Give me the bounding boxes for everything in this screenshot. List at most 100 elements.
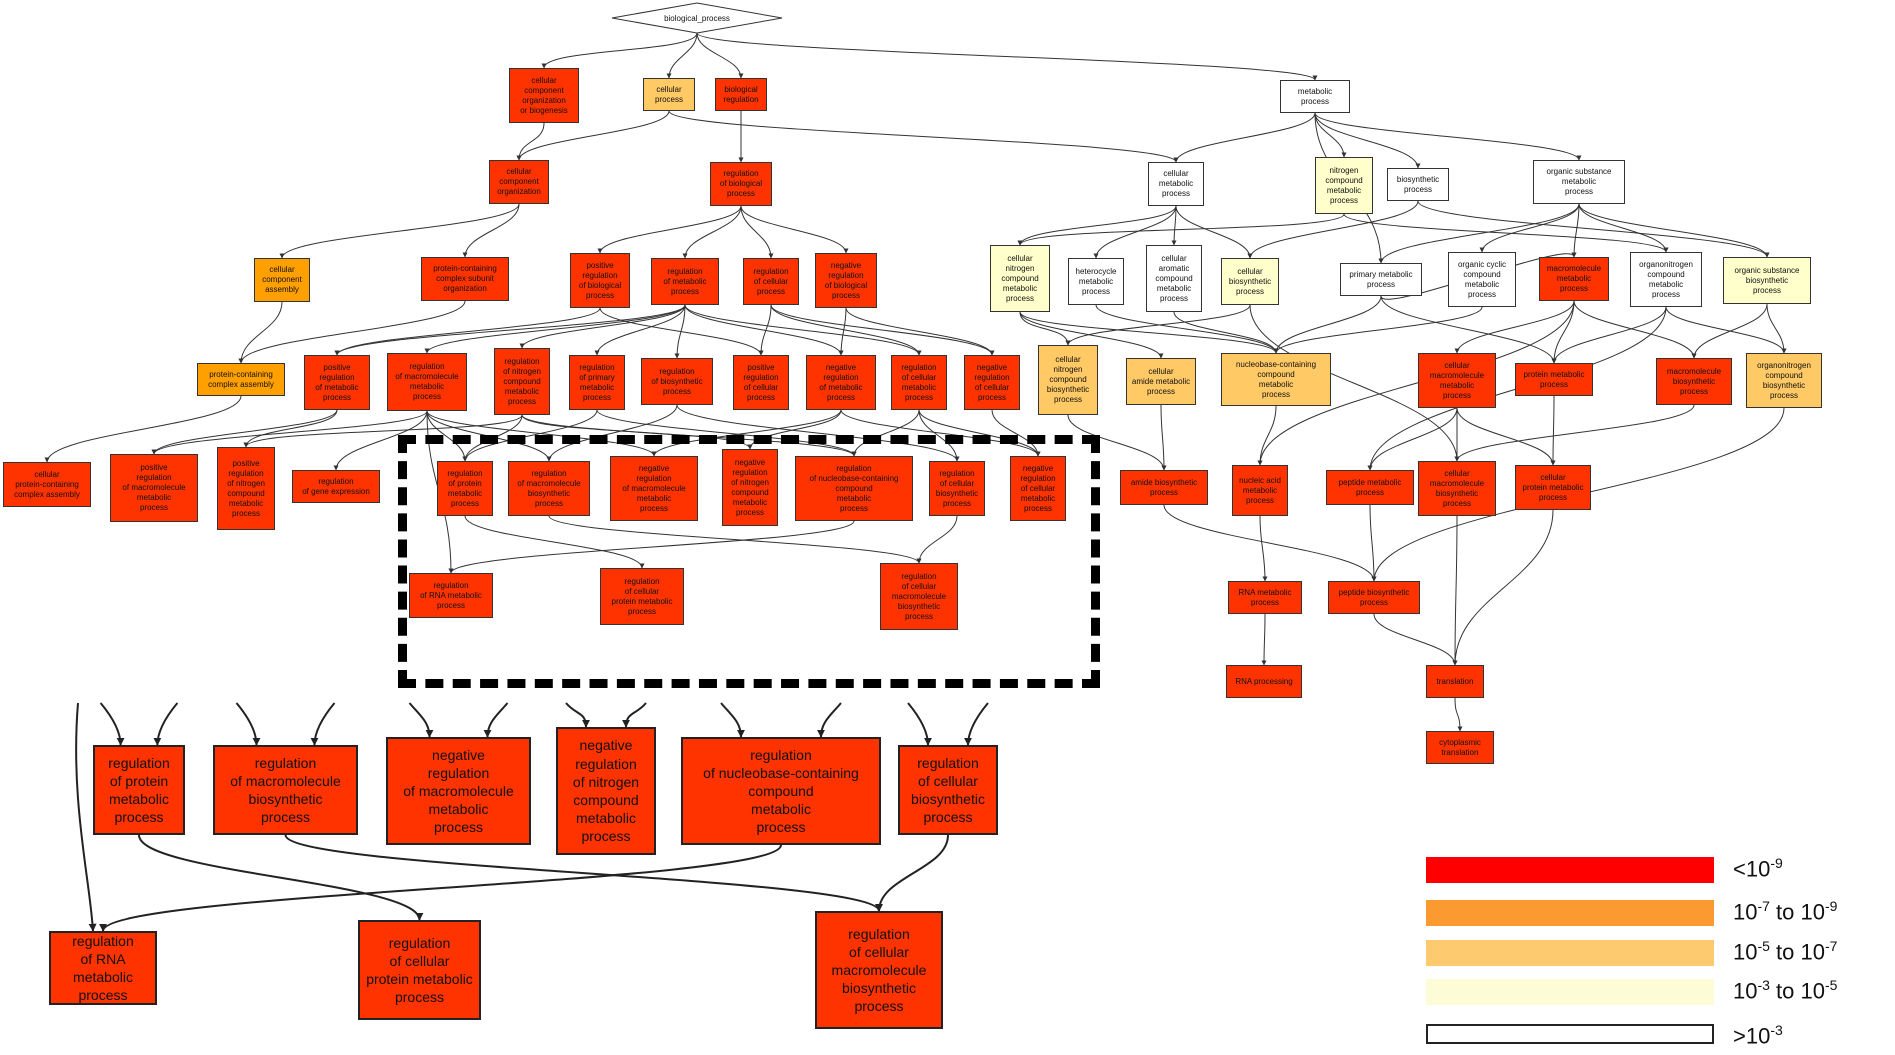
node-cncmp[interactable]: cellular nitrogen compound metabolic pro… xyxy=(990,245,1050,312)
node-prbp[interactable]: positive regulation of biological proces… xyxy=(570,253,630,308)
node-osbp[interactable]: organic substance biosynthetic process xyxy=(1723,257,1811,304)
node-cncbp[interactable]: cellular nitrogen compound biosynthetic … xyxy=(1038,345,1098,415)
zoom-node-nrmmp[interactable]: negative regulation of macromolecule met… xyxy=(386,737,531,845)
node-mmp[interactable]: macromolecule metabolic process xyxy=(1539,257,1609,301)
edge-nrcp-nrcmp xyxy=(991,409,1041,457)
edge-namp-rnamp xyxy=(1259,515,1268,582)
node-rpmp[interactable]: regulation of primary metabolic process xyxy=(569,355,625,410)
node-camp[interactable]: cellular amide metabolic process xyxy=(1126,358,1196,405)
legend-label-exponent: -9 xyxy=(1770,855,1783,871)
node-pccso[interactable]: protein-containing complex subunit organ… xyxy=(421,257,509,301)
node-oncbp[interactable]: organonitrogen compound biosynthetic pro… xyxy=(1746,353,1822,408)
node-ncmp[interactable]: nitrogen compound metabolic process xyxy=(1315,157,1373,214)
node-rcmp[interactable]: regulation of cellular metabolic process xyxy=(891,355,947,410)
node-hmp[interactable]: heterocycle metabolic process xyxy=(1068,258,1124,305)
edge-mmp-namp xyxy=(1257,300,1575,466)
zoom-node-rcbp[interactable]: regulation of cellular biosynthetic proc… xyxy=(898,745,998,835)
node-rnamp[interactable]: RNA metabolic process xyxy=(1228,581,1302,614)
zoom-node-rmbp[interactable]: regulation of macromolecule biosynthetic… xyxy=(213,745,358,835)
edge-cmp-cncmp xyxy=(1017,205,1177,246)
node-mbp[interactable]: macromolecule biosynthetic process xyxy=(1656,358,1732,405)
node-cprmp[interactable]: cellular protein metabolic process xyxy=(1515,465,1591,510)
node-rnap[interactable]: RNA processing xyxy=(1226,665,1302,698)
zoom-node-rnbcmp[interactable]: regulation of nucleobase-containing comp… xyxy=(681,737,881,845)
node-cmmp[interactable]: cellular macromolecule metabolic process xyxy=(1418,353,1496,408)
node-rcbp[interactable]: regulation of cellular biosynthetic proc… xyxy=(929,461,985,516)
zoom-node-rcmbp[interactable]: regulation of cellular macromolecule bio… xyxy=(815,911,943,1029)
node-br[interactable]: biological regulation xyxy=(715,78,767,111)
node-rmmp[interactable]: regulation of macromolecule metabolic pr… xyxy=(387,353,467,411)
node-nrmmp[interactable]: negative regulation of macromolecule met… xyxy=(610,456,698,521)
node-cmbp[interactable]: cellular macromolecule biosynthetic proc… xyxy=(1418,461,1496,516)
node-pcca[interactable]: protein-containing complex assembly xyxy=(197,363,285,396)
node-cacmp[interactable]: cellular aromatic compound metabolic pro… xyxy=(1146,245,1202,312)
node-pepmp[interactable]: peptide metabolic process xyxy=(1326,470,1414,505)
legend-swatch-4 xyxy=(1426,1024,1714,1044)
zoom-node-rprmp[interactable]: regulation of protein metabolic process xyxy=(93,745,185,835)
node-prmmp[interactable]: positive regulation of macromolecule met… xyxy=(110,454,198,522)
edge-ncmp-oncmp xyxy=(1343,213,1669,253)
zoom-incoming-edge-rcbp-1 xyxy=(964,702,989,746)
node-rmp[interactable]: regulation of metabolic process xyxy=(651,258,719,305)
node-cco[interactable]: cellular component organization xyxy=(489,160,549,204)
node-ccob[interactable]: cellular component organization or bioge… xyxy=(509,68,579,123)
edge-bp-mp xyxy=(696,32,1318,81)
edge-mp-ncmp xyxy=(1314,112,1347,158)
node-rbp[interactable]: regulation of biological process xyxy=(710,162,772,206)
node-rncmp[interactable]: regulation of nitrogen compound metaboli… xyxy=(494,348,550,415)
node-nrcp[interactable]: negative regulation of cellular process xyxy=(964,355,1020,410)
node-ctrl[interactable]: cytoplasmic translation xyxy=(1426,731,1494,764)
node-nrncmp[interactable]: negative regulation of nitrogen compound… xyxy=(722,449,778,526)
node-cmp[interactable]: cellular metabolic process xyxy=(1148,162,1204,206)
root-node-label[interactable]: biological_process xyxy=(664,13,730,23)
node-pepbp[interactable]: peptide biosynthetic process xyxy=(1328,581,1420,614)
node-cp[interactable]: cellular process xyxy=(643,78,695,111)
zoom-incoming-edge-rprmp-0 xyxy=(99,702,125,746)
node-occmp[interactable]: organic cyclic compound metabolic proces… xyxy=(1448,252,1516,307)
edge-oncmp-prtmp xyxy=(1551,306,1667,364)
node-prncmp[interactable]: positive regulation of nitrogen compound… xyxy=(217,447,275,530)
node-abp[interactable]: amide biosynthetic process xyxy=(1120,470,1208,505)
legend-label-0: <10-9 xyxy=(1733,855,1783,882)
edge-rmbp-rcmbp xyxy=(548,515,922,564)
edge-cmmp-pepmp xyxy=(1367,407,1458,471)
edge-osmp-mmp xyxy=(1571,203,1580,258)
node-rmbp[interactable]: regulation of macromolecule biosynthetic… xyxy=(508,461,590,516)
node-rprmp[interactable]: regulation of protein metabolic process xyxy=(437,461,493,516)
node-nrmp[interactable]: negative regulation of metabolic process xyxy=(806,355,876,410)
node-nbccmp[interactable]: nucleobase-containing compound metabolic… xyxy=(1221,353,1331,406)
edge-osmp-occmp xyxy=(1479,203,1580,253)
node-rcmbp[interactable]: regulation of cellular macromolecule bio… xyxy=(880,563,958,630)
node-nrbp[interactable]: negative regulation of biological proces… xyxy=(815,253,877,308)
node-rbsp[interactable]: regulation of biosynthetic process xyxy=(641,358,713,405)
node-cbp[interactable]: cellular biosynthetic process xyxy=(1221,258,1279,305)
edge-occmp-nbccmp xyxy=(1273,306,1483,354)
zoom-node-nrncmp[interactable]: negative regulation of nitrogen compound… xyxy=(556,727,656,855)
node-pmp[interactable]: primary metabolic process xyxy=(1340,263,1422,296)
node-bsp[interactable]: biosynthetic process xyxy=(1387,168,1449,201)
root-node-diamond[interactable] xyxy=(611,2,783,34)
node-trl[interactable]: translation xyxy=(1426,665,1484,698)
edge-ccob-cco xyxy=(516,122,545,161)
node-cca[interactable]: cellular component assembly xyxy=(254,258,310,302)
node-osmp[interactable]: organic substance metabolic process xyxy=(1533,160,1625,204)
node-cpcca[interactable]: cellular protein-containing complex asse… xyxy=(3,462,91,507)
node-nrcmp[interactable]: negative regulation of cellular metaboli… xyxy=(1010,456,1066,521)
node-prtmp[interactable]: protein metabolic process xyxy=(1515,363,1593,396)
node-prcp[interactable]: positive regulation of cellular process xyxy=(733,355,789,410)
zoom-node-rcpmp[interactable]: regulation of cellular protein metabolic… xyxy=(358,920,481,1020)
node-rcpmp[interactable]: regulation of cellular protein metabolic… xyxy=(600,568,684,625)
node-rge[interactable]: regulation of gene expression xyxy=(292,470,380,503)
zoom-node-rrnamp[interactable]: regulation of RNA metabolic process xyxy=(49,931,157,1005)
node-rrnamp[interactable]: regulation of RNA metabolic process xyxy=(409,573,493,618)
node-mp[interactable]: metabolic process xyxy=(1280,80,1350,113)
node-prmp[interactable]: positive regulation of metabolic process xyxy=(304,355,370,410)
node-oncmp[interactable]: organonitrogen compound metabolic proces… xyxy=(1630,252,1702,307)
node-rnbcmp[interactable]: regulation of nucleobase-containing comp… xyxy=(795,456,913,521)
node-rcp[interactable]: regulation of cellular process xyxy=(743,258,799,305)
node-namp[interactable]: nucleic acid metabolic process xyxy=(1232,465,1288,516)
edge-mbp-cmbp xyxy=(1454,404,1695,462)
legend-label-exponent: -3 xyxy=(1757,977,1770,993)
edge-rcmp-rnbcmp xyxy=(851,409,920,457)
